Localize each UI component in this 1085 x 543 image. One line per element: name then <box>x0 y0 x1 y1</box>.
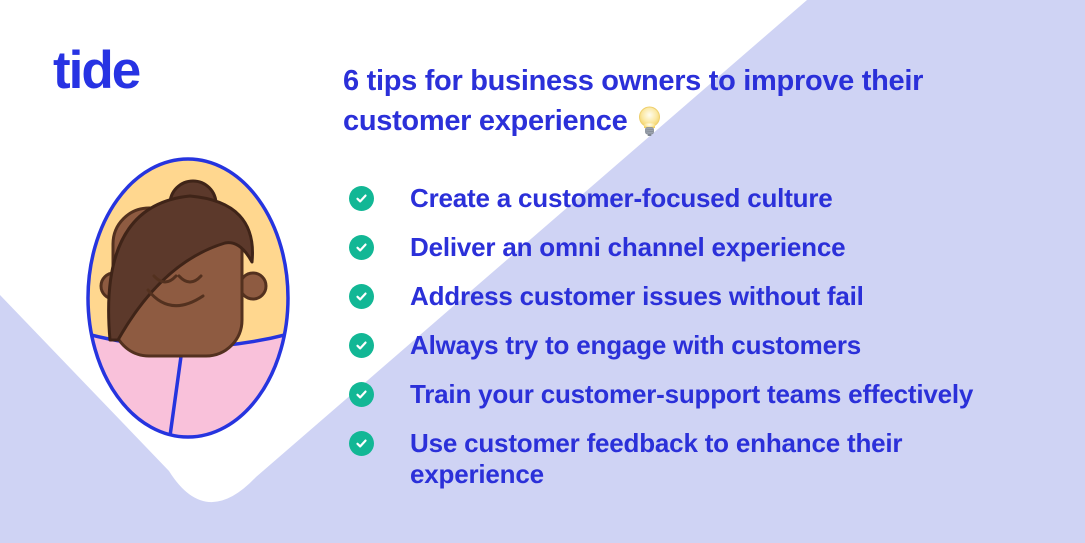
tip-item-1: Create a customer-focused culture <box>349 183 973 214</box>
tip-label: Address customer issues without fail <box>410 281 864 311</box>
tip-item-3: Address customer issues without fail <box>349 281 973 312</box>
check-icon <box>349 284 374 309</box>
tip-item-6: Use customer feedback to enhance their e… <box>349 428 973 490</box>
check-icon <box>349 382 374 407</box>
tips-list: Create a customer-focused culture Delive… <box>349 183 973 508</box>
check-icon <box>349 333 374 358</box>
tip-label: Always try to engage with customers <box>410 330 862 360</box>
tip-item-2: Deliver an omni channel experience <box>349 232 973 263</box>
check-icon <box>349 186 374 211</box>
tip-label: Deliver an omni channel experience <box>410 232 846 262</box>
title-line-2: customer experience <box>343 105 628 137</box>
tip-label: Create a customer-focused culture <box>410 183 833 213</box>
title-line-1: 6 tips for business owners to improve th… <box>343 65 924 97</box>
lightbulb-icon <box>639 106 661 136</box>
tip-label: Use customer feedback to enhance their e… <box>410 428 903 489</box>
tip-label: Train your customer-support teams effect… <box>410 379 974 409</box>
page-title: 6 tips for business owners to improve th… <box>343 61 923 141</box>
check-icon <box>349 431 374 456</box>
tip-item-5: Train your customer-support teams effect… <box>349 379 973 410</box>
check-icon <box>349 235 374 260</box>
tide-logo: tide <box>53 41 141 100</box>
tip-item-4: Always try to engage with customers <box>349 330 973 361</box>
